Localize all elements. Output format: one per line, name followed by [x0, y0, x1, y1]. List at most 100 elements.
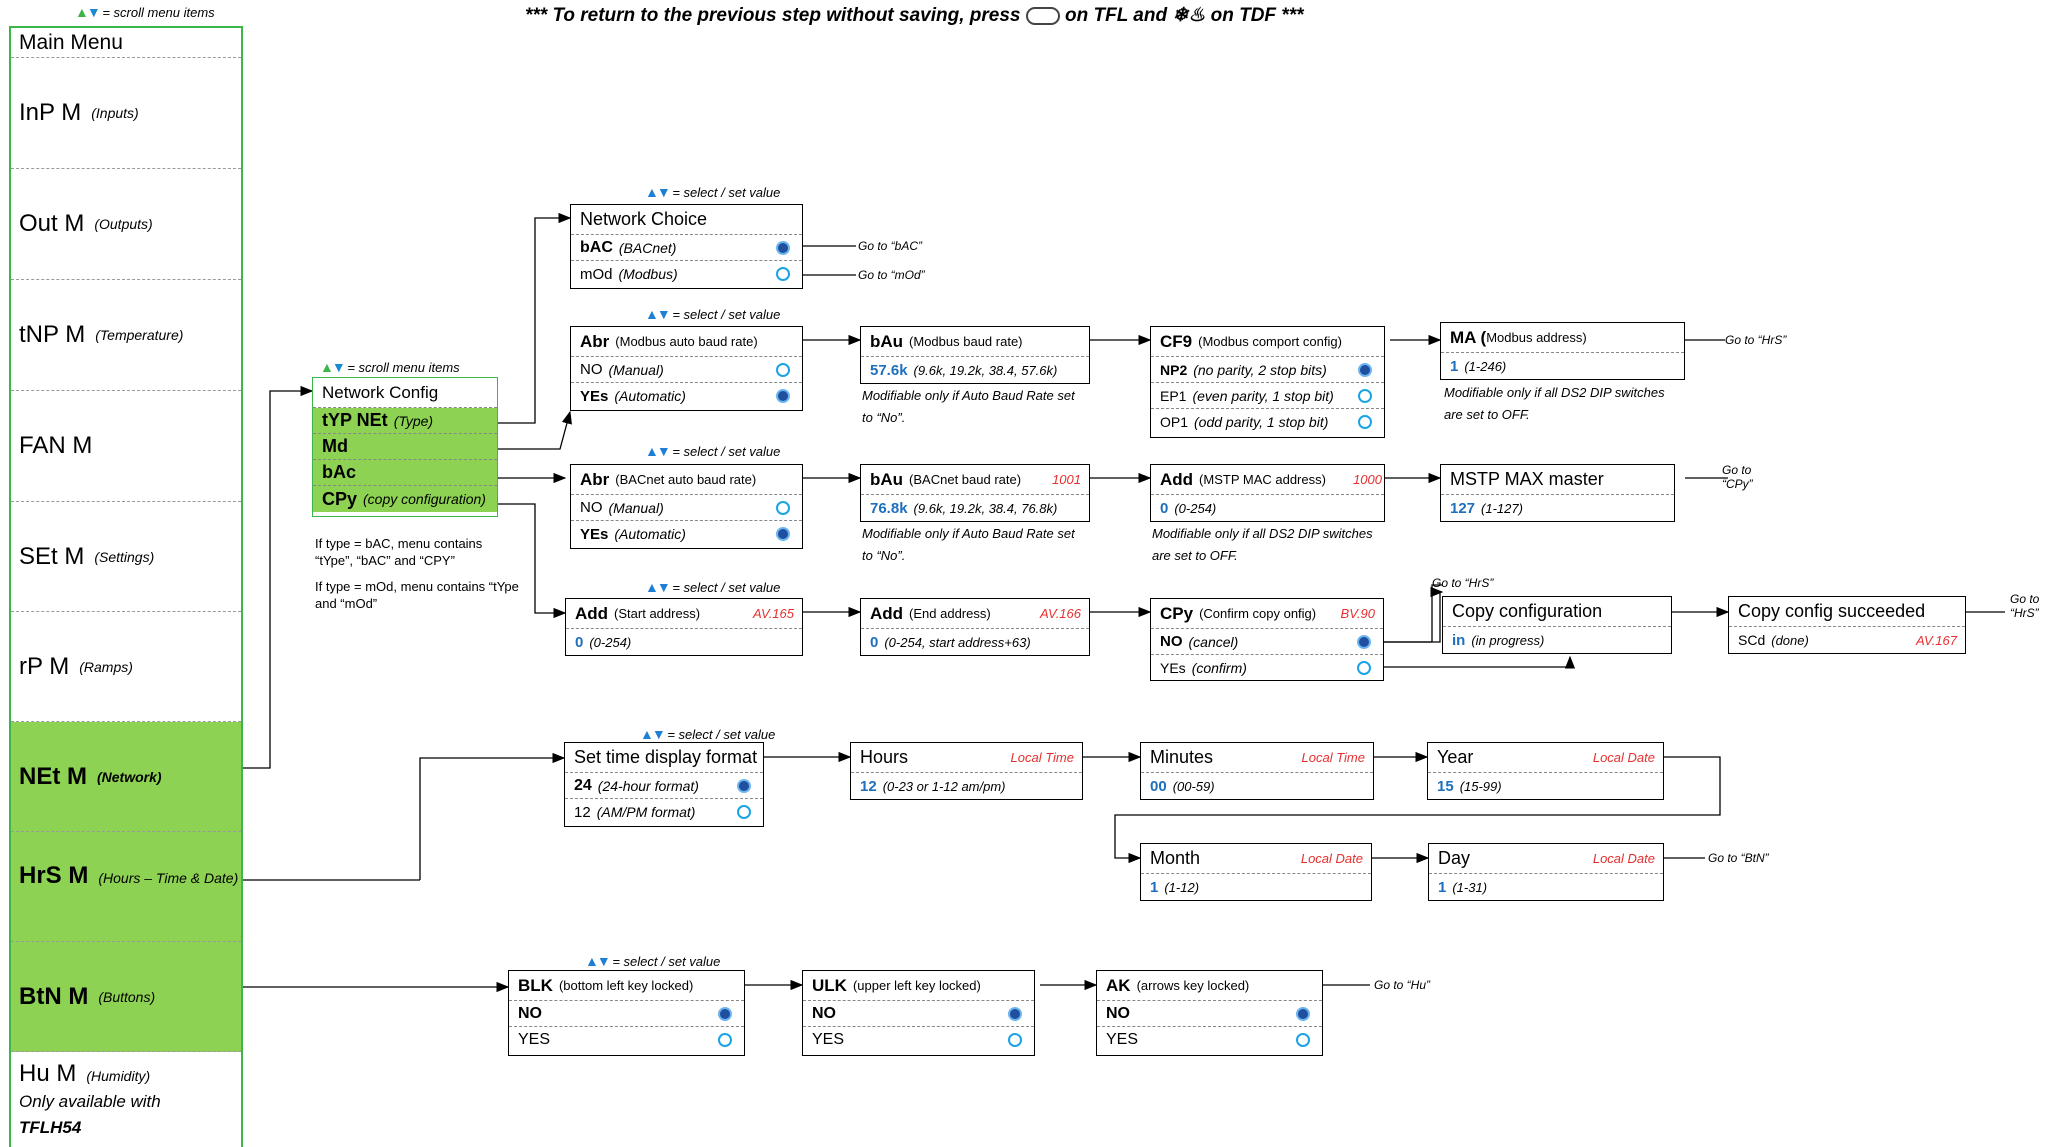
radio-selected-icon[interactable] [776, 527, 790, 541]
option-cancel[interactable]: NO(cancel) [1151, 629, 1383, 655]
radio-selected-icon[interactable] [1357, 634, 1371, 649]
copy-end-box: Add(End address)AV.166 0(0-254, start ad… [860, 598, 1090, 656]
option-yes[interactable]: YES [1097, 1027, 1322, 1053]
menu-item-inputs[interactable]: InP M(Inputs) [11, 58, 241, 169]
network-config-note-bac: If type = bAC, menu contains “tYpe”, “bA… [315, 536, 483, 568]
goto-cpy: Go to “CPy” [1722, 463, 1753, 491]
menu-item-buttons[interactable]: BtN M(Buttons) [11, 942, 241, 1052]
radio-empty-icon[interactable] [1358, 415, 1372, 429]
modbus-bau-value[interactable]: 57.6k(9.6k, 19.2k, 38.4, 57.6k) [870, 361, 1058, 379]
bacnet-mac-value[interactable]: 0(0-254) [1160, 499, 1217, 517]
menu-item-network[interactable]: NEt M(Network) [11, 722, 241, 832]
option-no[interactable]: NO [803, 1001, 1034, 1027]
copy-start-box: Add(Start address)AV.165 0(0-254) [565, 598, 803, 656]
option-12h[interactable]: 12(AM/PM format) [565, 799, 763, 825]
time-format-box: Set time display format 24(24-hour forma… [564, 742, 764, 827]
modbus-bau-title: bAu(Modbus baud rate) [861, 327, 1089, 357]
radio-empty-icon[interactable] [718, 1033, 732, 1047]
radio-empty-icon[interactable] [737, 805, 751, 819]
copy-start-value[interactable]: 0(0-254) [575, 633, 632, 651]
blk-title: BLK(bottom left key locked) [509, 971, 744, 1001]
network-config-copy[interactable]: CPy(copy configuration) [313, 486, 497, 512]
modbus-abr-title: Abr(Modbus auto baud rate) [571, 327, 802, 357]
option-automatic[interactable]: YEs(Automatic) [571, 521, 802, 547]
bacnet-bau-value[interactable]: 76.8k(9.6k, 19.2k, 38.4, 76.8k) [870, 499, 1058, 517]
day-value[interactable]: 1(1-31) [1438, 878, 1488, 896]
network-config-md[interactable]: Md [313, 434, 497, 460]
main-menu-title: Main Menu [11, 28, 241, 58]
network-config-note-mod: If type = mOd, menu contains “tYpe and “… [315, 579, 519, 611]
option-np2[interactable]: NP2(no parity, 2 stop bits) [1151, 357, 1384, 383]
bacnet-max-master-title: MSTP MAX master [1441, 465, 1674, 495]
option-manual[interactable]: NO(Manual) [571, 357, 802, 383]
modbus-ma-box: MA (Modbus address) 1(1-246) [1440, 322, 1685, 380]
hours-value[interactable]: 12(0-23 or 1-12 am/pm) [860, 777, 1006, 795]
option-yes[interactable]: YES [509, 1027, 744, 1053]
option-modbus[interactable]: mOd(Modbus) [571, 261, 802, 287]
option-manual[interactable]: NO(Manual) [571, 495, 802, 521]
radio-selected-icon[interactable] [1358, 362, 1372, 377]
humidity-model: TFLH54 [19, 1118, 82, 1137]
modbus-abr-box: Abr(Modbus auto baud rate) NO(Manual) YE… [570, 326, 803, 411]
option-confirm[interactable]: YEs(confirm) [1151, 655, 1383, 681]
modbus-ma-value[interactable]: 1(1-246) [1450, 357, 1507, 375]
option-ep1[interactable]: EP1(even parity, 1 stop bit) [1151, 383, 1384, 409]
menu-item-humidity[interactable]: Hu M(Humidity) Only available with TFLH5… [11, 1052, 241, 1147]
menu-item-ramps[interactable]: rP M(Ramps) [11, 612, 241, 722]
radio-selected-icon[interactable] [1296, 1006, 1310, 1021]
network-config-bac[interactable]: bAc [313, 460, 497, 486]
select-legend: ▲▼ = select / set value [640, 726, 776, 742]
network-config-box: Network Config tYP NEt(Type) Md bAc CPy(… [312, 377, 498, 517]
radio-empty-icon[interactable] [776, 362, 790, 377]
network-config-legend: ▲▼ = scroll menu items [320, 359, 460, 375]
radio-selected-icon[interactable] [737, 778, 751, 793]
option-automatic[interactable]: YEs(Automatic) [571, 383, 802, 409]
option-24h[interactable]: 24(24-hour format) [565, 773, 763, 799]
goto-mod: Go to “mOd” [858, 268, 925, 282]
goto-hrs: Go to “HrS” [2010, 592, 2040, 620]
menu-item-fan[interactable]: FAN M [11, 391, 241, 502]
network-config-type[interactable]: tYP NEt(Type) [313, 408, 497, 434]
menu-item-settings[interactable]: SEt M(Settings) [11, 502, 241, 612]
bacnet-abr-title: Abr(BACnet auto baud rate) [571, 465, 802, 495]
blk-box: BLK(bottom left key locked) NO YES [508, 970, 745, 1056]
radio-empty-icon[interactable] [1296, 1033, 1310, 1047]
goto-hrs: Go to “HrS” [1725, 333, 1787, 347]
bacnet-mac-box: Add(MSTP MAC address)1000 0(0-254) [1150, 464, 1385, 522]
main-menu: Main Menu InP M(Inputs) Out M(Outputs) t… [9, 26, 243, 1147]
radio-selected-icon[interactable] [776, 240, 790, 255]
radio-selected-icon[interactable] [1008, 1006, 1022, 1021]
copy-progress-box: Copy configuration in(in progress) [1442, 596, 1672, 654]
option-op1[interactable]: OP1(odd parity, 1 stop bit) [1151, 409, 1384, 435]
radio-empty-icon[interactable] [1008, 1033, 1022, 1047]
bacnet-max-master-value[interactable]: 127(1-127) [1450, 499, 1523, 517]
menu-item-hours[interactable]: HrS M(Hours – Time & Date) [11, 832, 241, 942]
copy-end-value[interactable]: 0(0-254, start address+63) [870, 633, 1031, 651]
copy-confirm-title: CPy(Confirm copy onfig)BV.90 [1151, 599, 1383, 629]
month-value[interactable]: 1(1-12) [1150, 878, 1200, 896]
select-legend: ▲▼ = select / set value [645, 306, 781, 322]
radio-empty-icon[interactable] [776, 500, 790, 515]
select-legend: ▲▼ = select / set value [645, 579, 781, 595]
humidity-availability-note: Only available with [19, 1092, 161, 1111]
menu-item-temperature[interactable]: tNP M(Temperature) [11, 280, 241, 391]
radio-empty-icon[interactable] [1357, 661, 1371, 675]
option-no[interactable]: NO [509, 1001, 744, 1027]
radio-empty-icon[interactable] [1358, 388, 1372, 403]
option-bacnet[interactable]: bAC(BACnet) [571, 235, 802, 261]
option-yes[interactable]: YES [803, 1027, 1034, 1053]
select-legend: ▲▼ = select / set value [585, 953, 721, 969]
scroll-legend: ▲▼ = scroll menu items [75, 4, 215, 20]
option-no[interactable]: NO [1097, 1001, 1322, 1027]
minutes-value[interactable]: 00(00-59) [1150, 777, 1215, 795]
radio-selected-icon[interactable] [718, 1006, 732, 1021]
year-value[interactable]: 15(15-99) [1437, 777, 1502, 795]
radio-selected-icon[interactable] [776, 389, 790, 403]
radio-empty-icon[interactable] [776, 267, 790, 281]
menu-item-outputs[interactable]: Out M(Outputs) [11, 169, 241, 280]
